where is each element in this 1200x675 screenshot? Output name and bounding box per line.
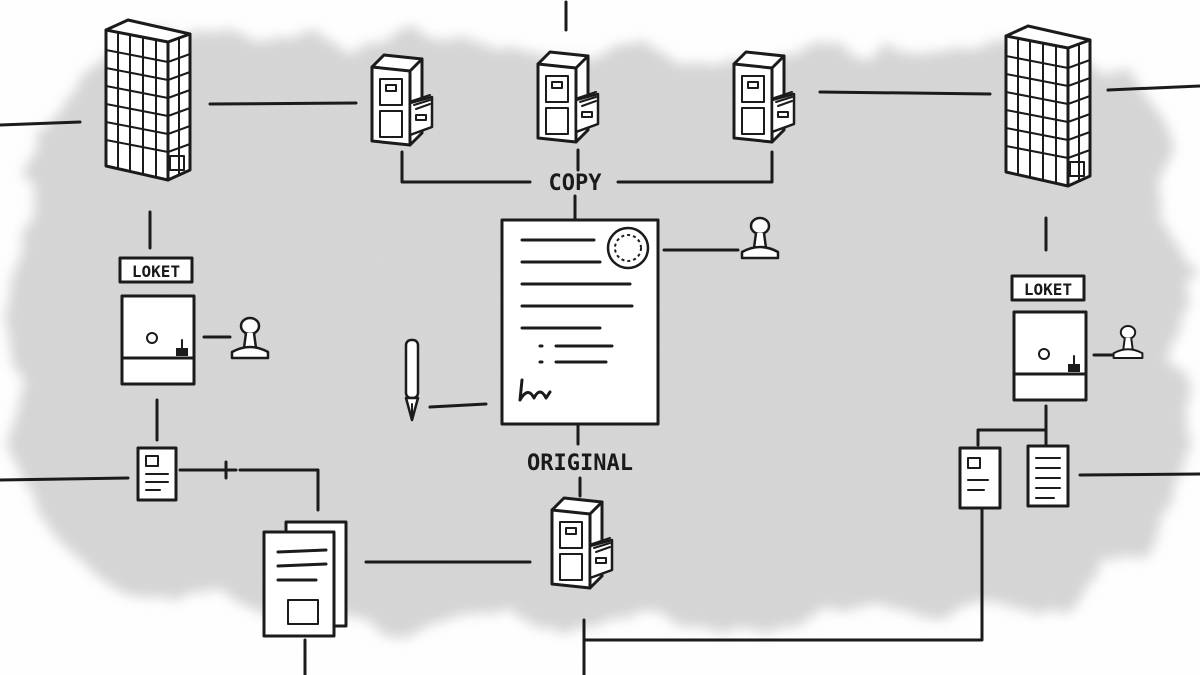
document-stack-icon — [264, 522, 346, 636]
office-building-left-icon — [106, 20, 190, 180]
copy-label: COPY — [549, 171, 603, 196]
loket-right: LOKET — [1012, 276, 1086, 400]
form-document-right-1-icon — [960, 448, 1000, 508]
form-document-left-icon — [138, 448, 176, 500]
form-document-right-2-icon — [1028, 446, 1068, 506]
fountain-pen-icon — [406, 340, 418, 420]
loket-right-sign: LOKET — [1024, 280, 1072, 299]
service-counter-right-icon — [1014, 312, 1086, 400]
seal-icon — [608, 228, 648, 268]
original-document — [502, 220, 658, 424]
loket-left: LOKET — [120, 258, 194, 384]
filing-cabinet-original-icon — [552, 498, 612, 588]
filing-cabinet-copy-3-icon — [734, 52, 794, 142]
filing-cabinet-copy-2-icon — [538, 52, 598, 142]
original-label: ORIGINAL — [527, 451, 633, 476]
loket-left-sign: LOKET — [132, 262, 180, 281]
filing-cabinet-copy-1-icon — [372, 55, 432, 145]
service-counter-left-icon — [122, 296, 194, 384]
office-building-right-icon — [1006, 26, 1090, 186]
